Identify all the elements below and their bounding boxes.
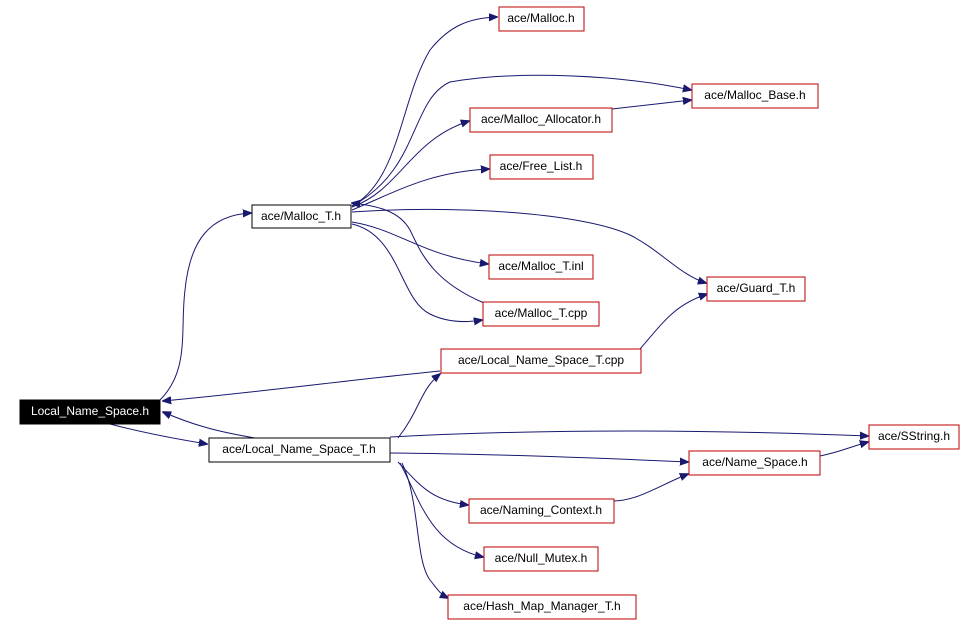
edge-local-name-space-t-h-to-hash-map-manager	[401, 462, 448, 598]
node-free-list-h[interactable]: ace/Free_List.h	[489, 154, 594, 180]
edge-naming-context-to-name-space	[613, 474, 688, 502]
node-label: ace/Free_List.h	[500, 159, 583, 173]
edge-local-name-space-t-h-to-naming-context	[397, 461, 468, 505]
node-naming-context-h[interactable]: ace/Naming_Context.h	[468, 498, 615, 524]
node-guard-t-h[interactable]: ace/Guard_T.h	[706, 276, 806, 302]
node-label: Local_Name_Space.h	[31, 404, 149, 418]
edge-local-name-space-to-local-name-space-t-h	[109, 423, 207, 444]
node-label: ace/Malloc_T.h	[261, 209, 341, 223]
node-malloc-t-cpp[interactable]: ace/Malloc_T.cpp	[482, 301, 600, 327]
node-label: ace/Null_Mutex.h	[495, 551, 588, 565]
node-malloc-t-inl[interactable]: ace/Malloc_T.inl	[488, 254, 594, 280]
edge-malloc-t-to-malloc-t-cpp	[351, 223, 482, 322]
node-label: ace/Local_Name_Space_T.h	[222, 442, 375, 456]
edge-malloc-t-to-malloc-base	[351, 74, 691, 207]
edges	[109, 17, 868, 598]
node-label: ace/Name_Space.h	[702, 455, 807, 469]
node-label: ace/SString.h	[878, 429, 950, 443]
node-label: ace/Malloc_Base.h	[704, 88, 805, 102]
edge-malloc-t-to-free-list	[351, 169, 489, 211]
node-label: ace/Malloc_Allocator.h	[481, 112, 601, 126]
node-sstring-h[interactable]: ace/SString.h	[868, 424, 960, 450]
node-hash-map-manager-t-h[interactable]: ace/Hash_Map_Manager_T.h	[447, 594, 637, 620]
node-label: ace/Local_Name_Space_T.cpp	[458, 353, 624, 367]
node-name-space-h[interactable]: ace/Name_Space.h	[688, 450, 821, 476]
edge-malloc-t-to-malloc-allocator	[351, 121, 469, 208]
edge-name-space-to-sstring	[819, 442, 868, 457]
edge-local-name-space-t-h-to-cpp	[397, 374, 440, 439]
nodes: Local_Name_Space.h ace/Malloc_T.h ace/Lo…	[19, 6, 960, 620]
node-label: ace/Hash_Map_Manager_T.h	[463, 599, 620, 613]
edge-malloc-t-to-malloc-t-inl	[351, 221, 488, 264]
node-malloc-allocator-h[interactable]: ace/Malloc_Allocator.h	[469, 107, 613, 133]
edge-malloc-t-to-guard-t	[351, 208, 706, 283]
edge-local-name-space-t-cpp-to-local-name-space	[163, 370, 441, 401]
node-label: ace/Naming_Context.h	[480, 503, 602, 517]
edge-local-name-space-t-h-to-sstring	[389, 430, 868, 437]
node-malloc-t-h[interactable]: ace/Malloc_T.h	[251, 204, 352, 229]
node-label: ace/Malloc_T.inl	[498, 259, 583, 273]
edge-malloc-t-cpp-back	[352, 203, 485, 304]
edge-malloc-t-to-malloc	[351, 17, 497, 207]
edge-malloc-allocator-to-malloc-base	[611, 100, 691, 110]
node-null-mutex-h[interactable]: ace/Null_Mutex.h	[483, 546, 599, 572]
node-local-name-space-h[interactable]: Local_Name_Space.h	[19, 399, 161, 425]
node-malloc-h[interactable]: ace/Malloc.h	[498, 6, 585, 32]
node-label: ace/Malloc.h	[507, 11, 574, 25]
edge-local-name-space-t-h-back	[163, 412, 256, 439]
edge-local-name-space-to-malloc-t	[159, 213, 251, 401]
edge-local-name-space-t-cpp-to-guard-t	[639, 294, 707, 350]
node-local-name-space-t-cpp[interactable]: ace/Local_Name_Space_T.cpp	[440, 348, 642, 374]
node-malloc-base-h[interactable]: ace/Malloc_Base.h	[691, 83, 819, 109]
edge-local-name-space-t-h-to-name-space	[389, 452, 688, 462]
node-label: ace/Guard_T.h	[717, 281, 796, 295]
edge-local-name-space-t-h-to-null-mutex	[399, 462, 483, 557]
node-local-name-space-t-h[interactable]: ace/Local_Name_Space_T.h	[208, 437, 391, 463]
node-label: ace/Malloc_T.cpp	[495, 306, 588, 320]
